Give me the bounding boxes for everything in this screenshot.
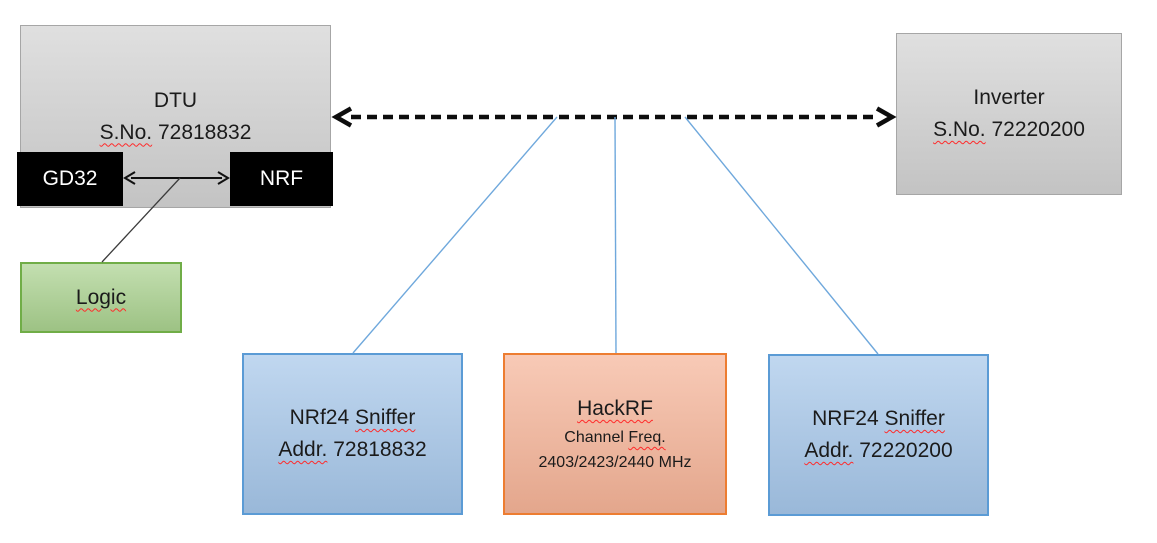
sniffer-inverter-word: Sniffer	[884, 407, 945, 430]
rf-link-arrowhead-left	[331, 106, 353, 128]
tap-line-hackrf	[614, 116, 617, 354]
tap-line-sniffer-dtu	[352, 116, 558, 354]
logic-box: Logic	[20, 262, 182, 333]
tap-line-sniffer-inverter	[684, 116, 879, 355]
dtu-serial-number: 72818832	[157, 120, 252, 144]
sniffer-inverter-addr-number: 72220200	[859, 439, 953, 462]
gd32-chip-box: GD32	[17, 152, 123, 206]
sniffer-dtu-addr-label: Addr.	[278, 438, 328, 461]
sniffer-dtu-word: Sniffer	[355, 406, 416, 429]
dtu-title: DTU	[153, 88, 198, 112]
sniffer-inverter-title: NRF24 Sniffer	[812, 403, 945, 435]
sniffer-inverter-addr-label: Addr.	[804, 439, 854, 462]
rf-link-dashed-arrow	[331, 106, 897, 128]
hackrf-freq-label: Channel Freq.	[564, 425, 665, 450]
sniffer-inverter-box: NRF24 Sniffer Addr. 72220200	[768, 354, 989, 516]
hackrf-freq-word2: Freq.	[628, 429, 666, 446]
inverter-serial-label: S.No.	[933, 118, 986, 141]
sniffer-dtu-box: NRf24 Sniffer Addr. 72818832	[242, 353, 463, 515]
sniffer-dtu-address: Addr. 72818832	[278, 434, 426, 466]
hackrf-freq-word1: Channel	[564, 429, 624, 446]
dtu-serial-label: S.No.	[99, 120, 153, 144]
nrf-chip-box: NRF	[230, 152, 333, 206]
sniffer-dtu-addr-number: 72818832	[333, 438, 427, 461]
rf-link-arrowhead-right	[875, 106, 897, 128]
sniffer-dtu-title: NRf24 Sniffer	[290, 402, 416, 434]
logic-label: Logic	[75, 285, 127, 309]
hackrf-title: HackRF	[577, 397, 653, 420]
nrf-label: NRF	[259, 167, 304, 190]
inverter-serial: S.No. 72220200	[933, 114, 1085, 146]
inverter-serial-number: 72220200	[991, 118, 1085, 141]
sniffer-inverter-model: NRF24	[812, 407, 879, 430]
sniffer-inverter-address: Addr. 72220200	[804, 435, 952, 467]
hackrf-box: HackRF Channel Freq. 2403/2423/2440 MHz	[503, 353, 727, 515]
inverter-box: Inverter S.No. 72220200	[896, 33, 1122, 195]
dtu-serial: S.No. 72818832	[100, 117, 252, 149]
sniffer-dtu-model: NRf24	[289, 406, 350, 429]
gd32-label: GD32	[42, 167, 98, 190]
hackrf-frequencies: 2403/2423/2440 MHz	[538, 454, 692, 471]
dtu-box: DTU S.No. 72818832	[20, 25, 331, 208]
inverter-title: Inverter	[973, 86, 1045, 109]
